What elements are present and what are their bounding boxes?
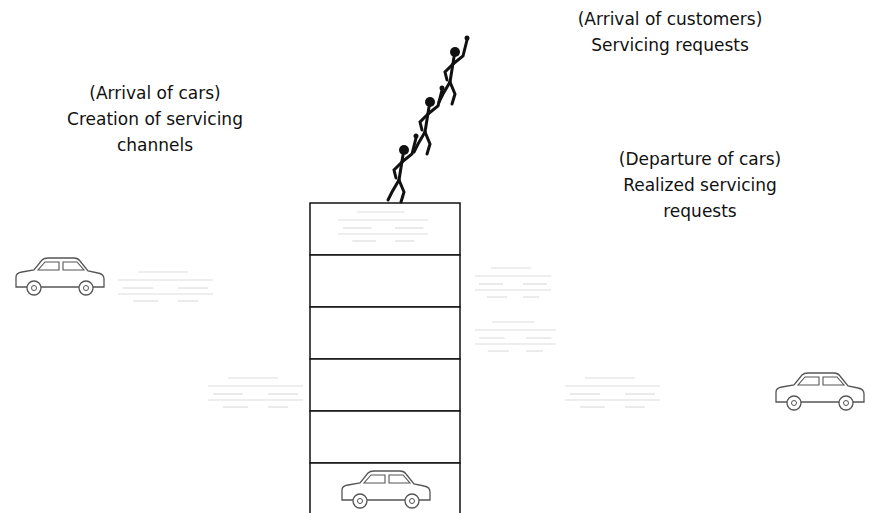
caption-text: (Arrival of cars): [40, 80, 270, 106]
caption-text: Realized servicing requests: [600, 172, 800, 224]
car-icon: [16, 258, 864, 508]
caption-text: (Departure of cars): [585, 146, 815, 172]
caption-text: Servicing requests: [545, 32, 795, 58]
caption-text: Creation of servicing channels: [55, 106, 255, 158]
caption-text: (Arrival of customers): [545, 6, 795, 32]
service-stack: [310, 203, 460, 513]
faint-text: [118, 212, 660, 407]
customer-figure: [388, 36, 470, 203]
